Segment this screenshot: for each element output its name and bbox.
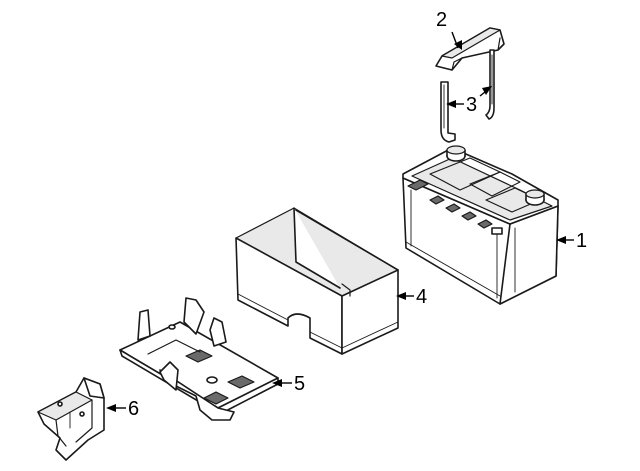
arrowhead-4 [396, 292, 406, 300]
arrowhead-3a [446, 100, 456, 108]
arrowhead-5 [272, 379, 282, 387]
arrowhead-1 [556, 236, 566, 244]
callout-4: 4 [416, 286, 427, 308]
arrowhead-2 [454, 40, 462, 50]
callout-leaders [106, 31, 574, 412]
callout-labels: 1 2 3 4 5 6 [128, 9, 587, 420]
callout-1: 1 [576, 230, 587, 252]
callout-5: 5 [294, 373, 305, 395]
callout-6: 6 [128, 398, 139, 420]
battery-insulator-box [235, 207, 399, 355]
battery-tray [119, 297, 279, 421]
hold-down-rods [440, 49, 495, 143]
tray-support-bracket [37, 377, 105, 461]
callout-3: 3 [466, 94, 477, 116]
battery [402, 145, 559, 305]
arrowhead-3b [482, 86, 492, 95]
callout-2: 2 [436, 9, 447, 31]
arrowhead-6 [106, 404, 116, 412]
